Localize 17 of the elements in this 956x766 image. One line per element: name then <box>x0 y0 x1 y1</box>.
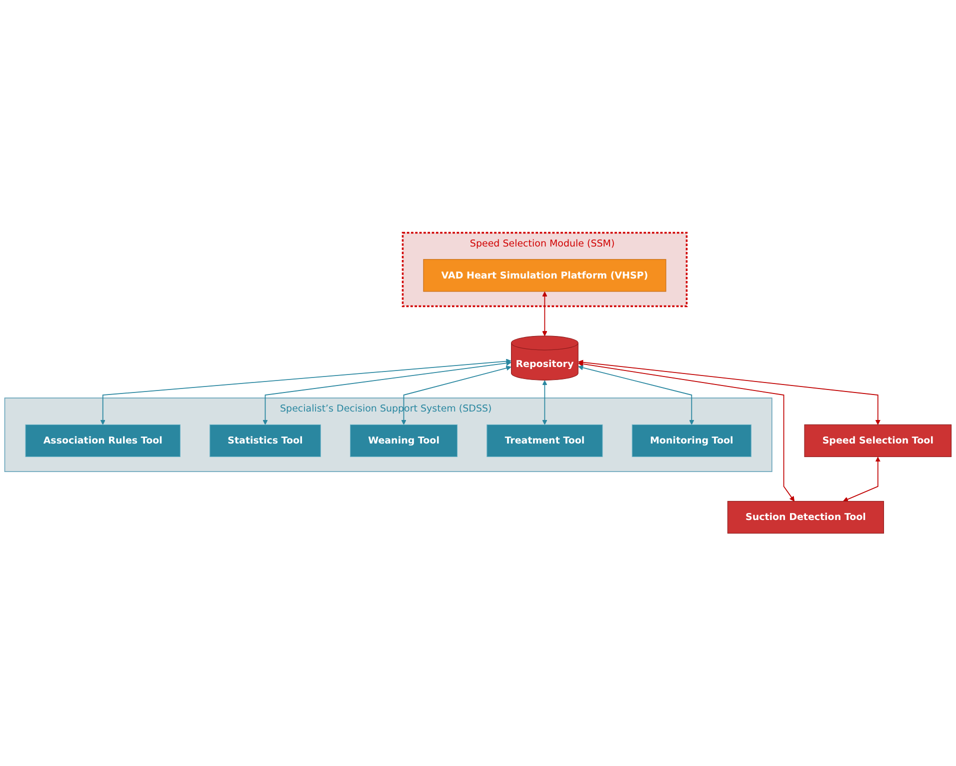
node-box: Speed Selection Tool <box>804 424 952 458</box>
arrow <box>401 366 512 425</box>
arrow <box>578 361 795 502</box>
node-box: Treatment Tool <box>486 424 603 458</box>
arrow <box>100 358 512 425</box>
arrow <box>842 456 880 502</box>
arrow <box>578 360 880 425</box>
arrow <box>542 380 548 425</box>
node-box: Monitoring Tool <box>632 424 752 458</box>
node-box: VAD Heart Simulation Platform (VHSP) <box>423 259 666 292</box>
arrow <box>578 365 694 425</box>
node-box: Suction Detection Tool <box>727 500 884 534</box>
arrow <box>542 291 548 336</box>
node-box: Association Rules Tool <box>25 424 180 458</box>
node-box: Weaning Tool <box>350 424 458 458</box>
arrow <box>262 360 512 425</box>
node-box: Statistics Tool <box>210 424 321 458</box>
